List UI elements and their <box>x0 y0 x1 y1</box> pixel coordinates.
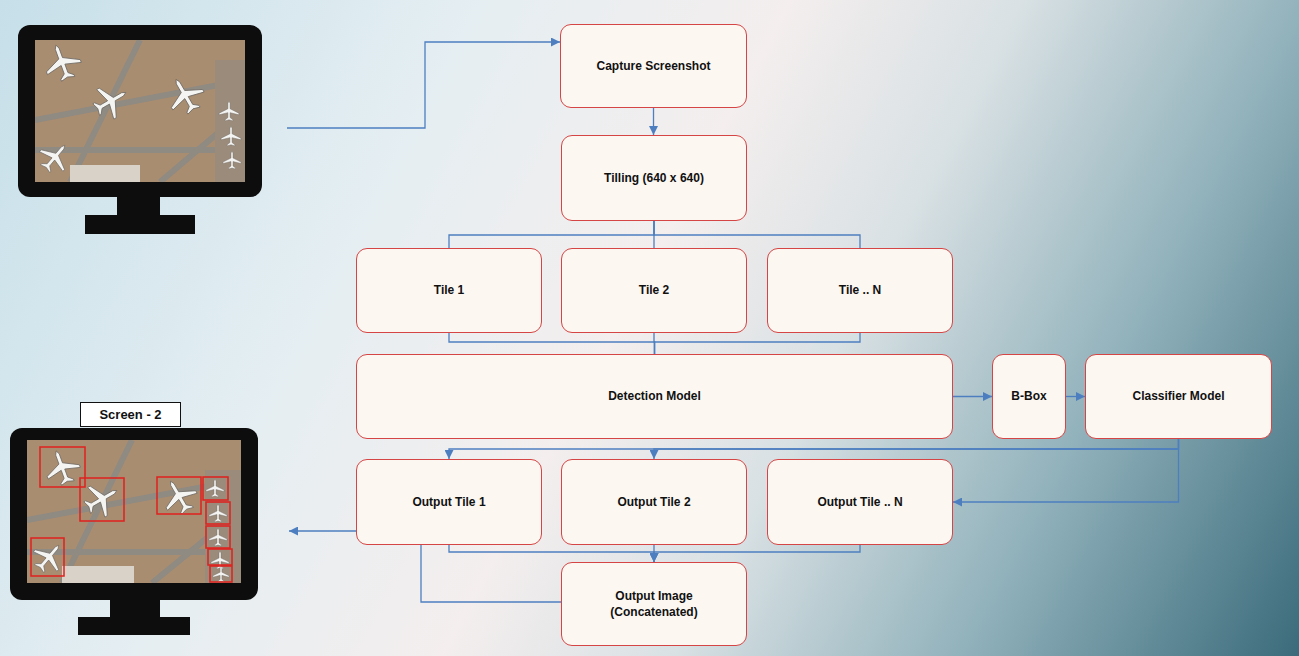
aerial-image <box>35 40 245 182</box>
bounding-box <box>210 566 232 582</box>
node-text: Output Tile 2 <box>617 494 690 510</box>
tile-box: Tile 1 <box>356 248 542 333</box>
node-text: Output Image (Concatenated) <box>599 588 709 620</box>
node-text: Capture Screenshot <box>596 58 710 74</box>
node-text: Output Tile 1 <box>412 494 485 510</box>
taxiway <box>27 440 241 583</box>
bounding-box <box>31 538 64 576</box>
process-box: B-Box <box>992 354 1066 439</box>
model-box: Classifier Model <box>1085 354 1272 439</box>
flow-arrow <box>654 439 1179 459</box>
node-text: Tile 2 <box>639 282 669 298</box>
plane <box>221 126 241 146</box>
plane <box>223 151 241 169</box>
tile-box: Tile .. N <box>767 248 953 333</box>
building <box>70 165 140 182</box>
flow-arrow <box>449 439 1179 459</box>
building <box>62 566 134 583</box>
bounding-box <box>80 478 124 521</box>
monitor-top <box>18 25 262 234</box>
input-wire <box>287 42 560 128</box>
node-text: Output Tile .. N <box>817 494 902 510</box>
node-text: B-Box <box>1011 388 1046 404</box>
plane <box>27 535 70 578</box>
bounding-box <box>206 502 230 524</box>
tile-box: Output Tile 2 <box>561 459 747 545</box>
plane <box>40 445 84 489</box>
apron <box>215 60 245 182</box>
screen-label: Screen - 2 <box>80 402 181 427</box>
node-text: Tilling (640 x 640) <box>604 170 704 186</box>
monitor-frame <box>10 428 258 600</box>
bounding-box <box>206 526 230 548</box>
plane <box>206 479 224 497</box>
plane <box>213 566 229 582</box>
flow-arrow <box>654 221 860 248</box>
bounding-box <box>203 477 228 500</box>
node-text: Screen - 2 <box>99 406 161 424</box>
node-text: Tile 1 <box>434 282 464 298</box>
plane <box>160 70 209 119</box>
apron <box>205 470 241 583</box>
monitor-base <box>78 617 190 635</box>
tile-box: Output Tile .. N <box>767 459 953 545</box>
plane <box>35 135 77 178</box>
plane <box>209 528 227 546</box>
output-box: Output Image (Concatenated) <box>561 562 747 646</box>
node-text: Tile .. N <box>839 282 881 298</box>
plane <box>219 101 239 121</box>
bounding-box <box>40 447 85 487</box>
detection-boxes <box>31 447 232 582</box>
flow-arrow <box>449 333 655 354</box>
aerial-image <box>27 440 241 583</box>
monitor-bottom <box>10 428 258 635</box>
ground <box>27 440 241 583</box>
flow-arrow <box>653 108 654 135</box>
monitor-neck <box>117 197 160 217</box>
flow-arrow <box>449 221 654 248</box>
monitor-neck <box>110 600 160 619</box>
plane <box>156 473 203 520</box>
tile-box: Tile 2 <box>561 248 747 333</box>
monitor-frame <box>18 25 262 197</box>
process-box: Tilling (640 x 640) <box>561 135 747 221</box>
plane <box>88 78 135 125</box>
plane <box>209 504 227 522</box>
monitor-base <box>85 215 195 234</box>
flow-arrow <box>655 333 861 354</box>
plane <box>39 40 85 85</box>
model-box: Detection Model <box>356 354 953 439</box>
flow-arrow <box>953 396 992 397</box>
flow-arrow <box>449 545 654 562</box>
node-text: Classifier Model <box>1132 388 1224 404</box>
flow-arrow <box>1066 396 1085 397</box>
bounding-box <box>208 549 232 565</box>
flow-arrow <box>654 545 860 562</box>
bounding-box <box>157 477 201 514</box>
tile-box: Output Tile 1 <box>356 459 542 545</box>
node-text: Detection Model <box>608 388 701 404</box>
process-box: Capture Screenshot <box>560 24 747 108</box>
flow-arrow <box>953 439 1179 502</box>
